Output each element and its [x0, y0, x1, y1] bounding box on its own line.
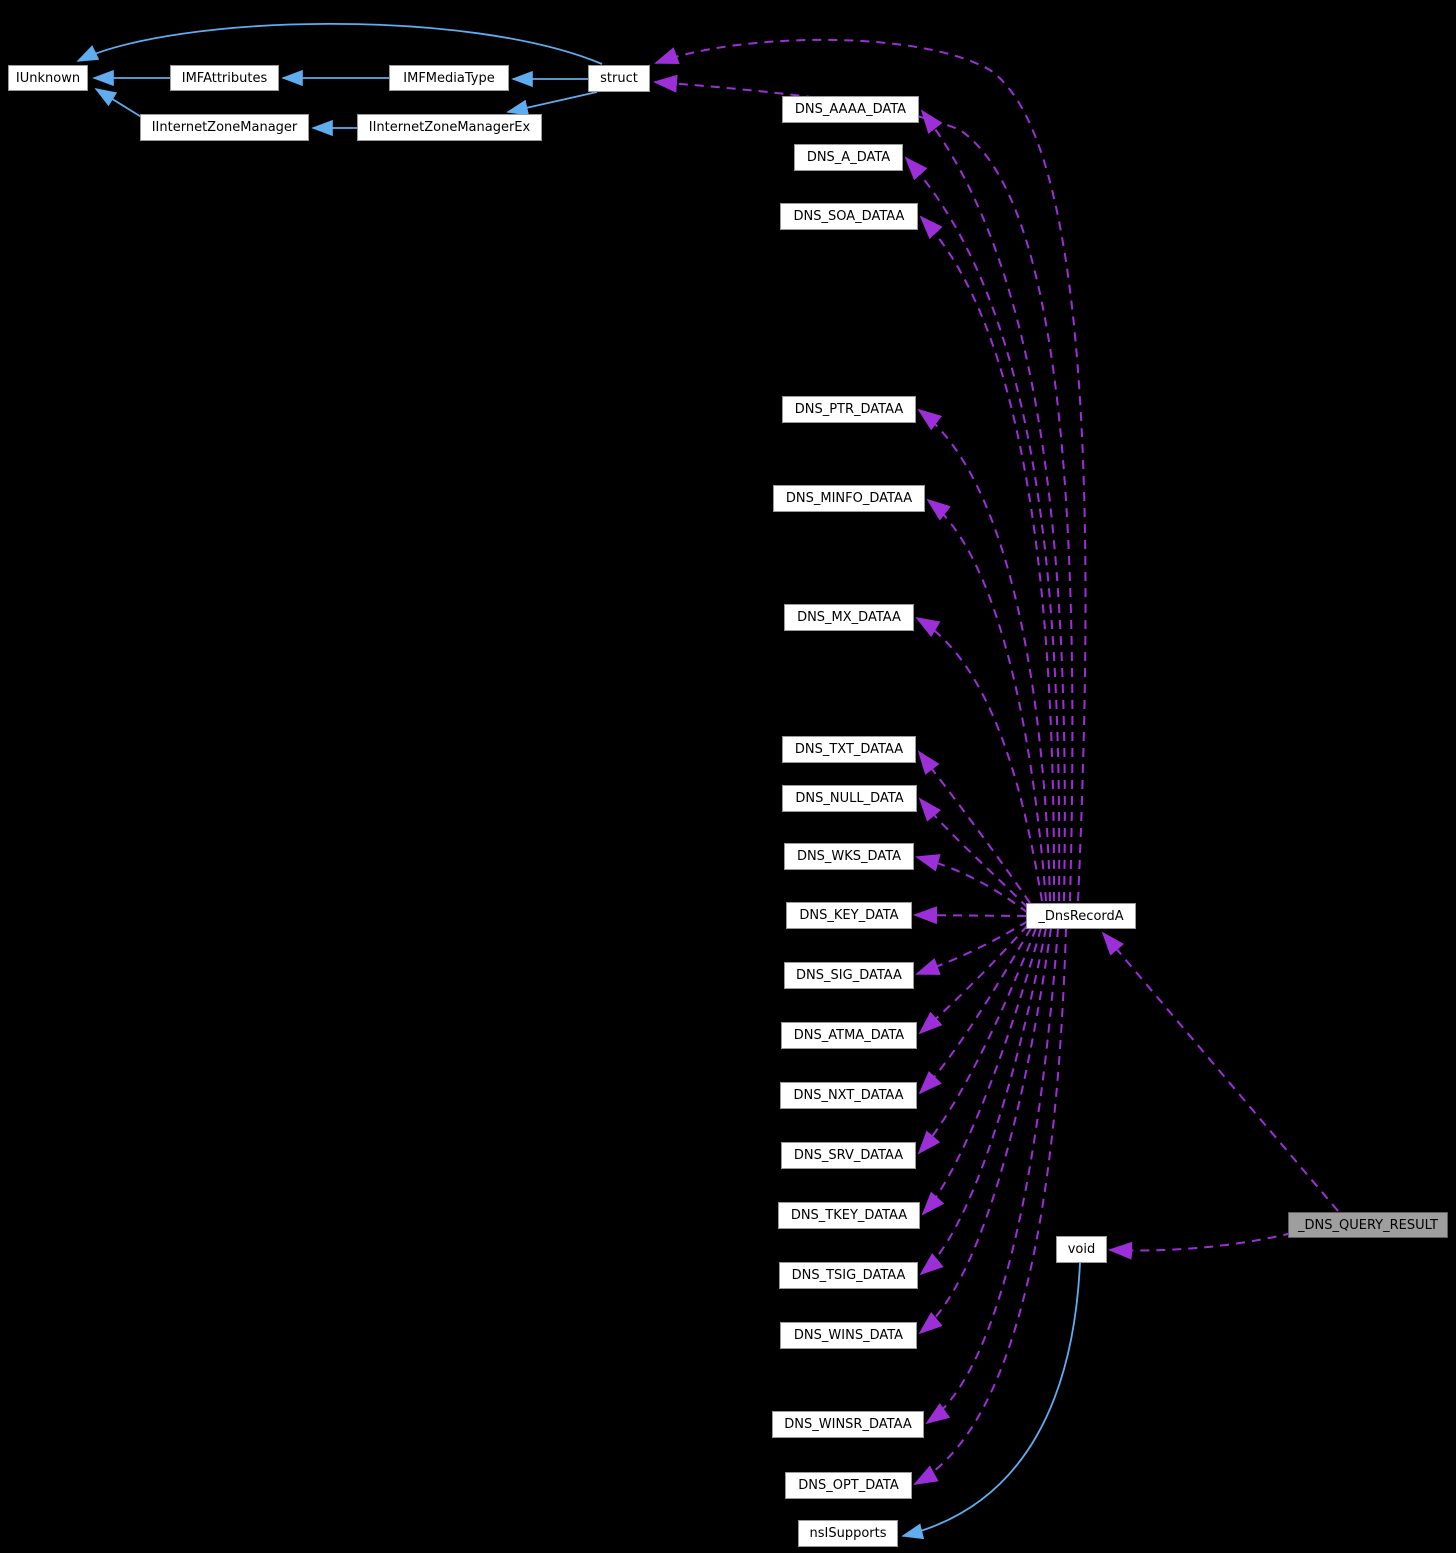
edge-dnsrecorda-to-dns-opt-data — [913, 927, 1067, 1485]
node-dns-srv-dataa[interactable]: DNS_SRV_DATAA — [781, 1142, 916, 1169]
node-imfattributes[interactable]: IMFAttributes — [170, 65, 279, 91]
node-dns-ptr-dataa[interactable]: DNS_PTR_DATAA — [782, 396, 916, 423]
edge-dnsrecorda-to-dns-sig-dataa — [915, 920, 1029, 975]
edge-dnsrecorda-to-struct-high — [654, 38, 1087, 902]
edge-dnsrecorda-to-dns-wins-data — [918, 927, 1052, 1335]
node-dns-opt-data[interactable]: DNS_OPT_DATA — [785, 1472, 912, 1499]
node-dns-a-data[interactable]: DNS_A_DATA — [794, 144, 903, 171]
node-void[interactable]: void — [1056, 1236, 1107, 1263]
edge-dnsrecorda-to-dns-wks-data — [915, 854, 1029, 914]
node-dns-nxt-dataa[interactable]: DNS_NXT_DATAA — [780, 1082, 917, 1109]
edge-dnsrecorda-to-dns-aaaa-data — [920, 109, 1066, 902]
edge-struct-to-iinternetzonemanagerex — [506, 91, 598, 116]
edge-dnsrecorda-to-dns-key-data — [913, 906, 1027, 925]
node-dns-aaaa-data[interactable]: DNS_AAAA_DATA — [782, 96, 919, 123]
node-iunknown[interactable]: IUnknown — [8, 65, 88, 91]
node-dns-atma-data[interactable]: DNS_ATMA_DATA — [781, 1022, 917, 1049]
edge-dnsrecorda-to-dns-null-data — [918, 797, 1029, 909]
edge-dnsrecorda-to-dns-atma-data — [918, 924, 1029, 1035]
node-nsisupports[interactable]: nsISupports — [798, 1520, 898, 1547]
edge-dnsrecorda-to-dns-srv-dataa — [917, 927, 1037, 1155]
edge-dnsrecorda-to-dns-minfo-dataa — [926, 498, 1047, 902]
node-dns-txt-dataa[interactable]: DNS_TXT_DATAA — [782, 736, 916, 763]
node-dns-soa-dataa[interactable]: DNS_SOA_DATAA — [780, 203, 918, 230]
edge-dnsqueryresult-to-dnsrecorda — [1101, 931, 1339, 1212]
node-dns-tsig-dataa[interactable]: DNS_TSIG_DATAA — [779, 1262, 918, 1289]
edge-void-to-nsisupports — [901, 1262, 1081, 1540]
edge-dnsrecorda-to-dns-a-data — [904, 156, 1061, 902]
node-struct[interactable]: struct — [588, 65, 650, 92]
edge-dnsrecorda-to-dns-soa-dataa — [919, 215, 1056, 902]
edge-dnsrecorda-to-dns-ptr-dataa — [917, 408, 1051, 902]
node-dns-wins-data[interactable]: DNS_WINS_DATA — [780, 1322, 917, 1349]
node-dns-query-result[interactable]: _DNS_QUERY_RESULT — [1288, 1212, 1448, 1238]
node-dns-tkey-dataa[interactable]: DNS_TKEY_DATAA — [778, 1202, 920, 1229]
node-dns-key-data[interactable]: DNS_KEY_DATA — [786, 902, 912, 929]
node-dns-winsr-dataa[interactable]: DNS_WINSR_DATAA — [772, 1411, 924, 1438]
node-iinternetzonemanager[interactable]: IInternetZoneManager — [140, 114, 309, 141]
node-dns-null-data[interactable]: DNS_NULL_DATA — [782, 785, 917, 812]
edge-dnsrecorda-to-dns-tkey-dataa — [921, 927, 1042, 1216]
edge-iinternetzonemanager-to-iunknown — [94, 88, 144, 119]
node-dns-sig-dataa[interactable]: DNS_SIG_DATAA — [784, 962, 914, 989]
node-iinternetzonemanagerex[interactable]: IInternetZoneManagerEx — [357, 114, 542, 141]
edge-dnsrecorda-to-dns-tsig-dataa — [919, 927, 1047, 1276]
edge-struct-to-iunknown-arc — [76, 22, 603, 65]
node-dns-wks-data[interactable]: DNS_WKS_DATA — [784, 843, 914, 870]
edge-dnsrecorda-to-struct-low — [653, 74, 1074, 902]
edge-dnsrecorda-to-dns-winsr-dataa — [925, 927, 1059, 1425]
edge-dnsrecorda-to-dns-txt-dataa — [917, 750, 1031, 904]
edge-dnsqueryresult-to-void — [1108, 1232, 1293, 1260]
node-dns-mx-dataa[interactable]: DNS_MX_DATAA — [784, 604, 914, 631]
node-dns-minfo-dataa[interactable]: DNS_MINFO_DATAA — [773, 485, 925, 512]
node-dnsrecorda[interactable]: _DnsRecordA — [1026, 903, 1136, 929]
node-imfmediatype[interactable]: IMFMediaType — [389, 65, 509, 91]
edge-dnsrecorda-to-dns-mx-dataa — [915, 616, 1043, 902]
edge-dnsrecorda-to-dns-nxt-dataa — [918, 927, 1032, 1095]
